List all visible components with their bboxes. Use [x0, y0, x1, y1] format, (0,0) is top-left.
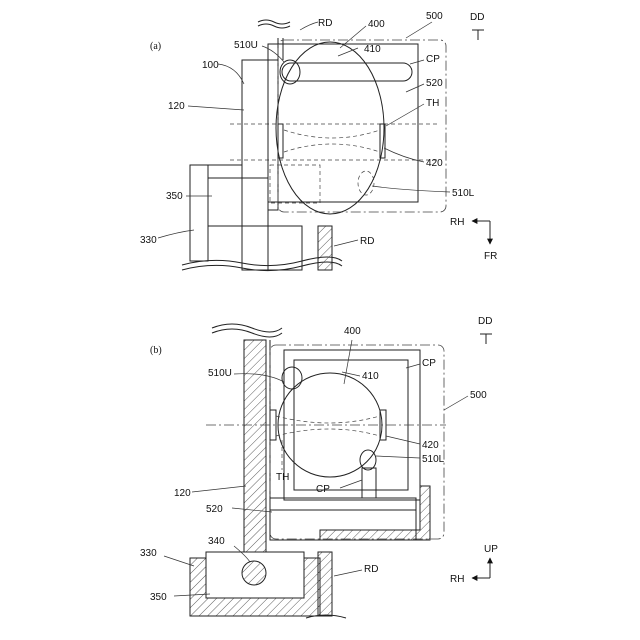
label-510l-b: 510L — [422, 454, 445, 465]
panel-b-label: (b) — [150, 345, 162, 356]
label-400: 400 — [368, 19, 385, 30]
label-rh-b: RH — [450, 574, 464, 585]
label-510u: 510U — [234, 40, 258, 51]
label-510l: 510L — [452, 188, 475, 199]
wall-120-hatch — [244, 340, 266, 552]
unit-500-boundary — [278, 40, 446, 212]
label-rd-b: RD — [364, 564, 378, 575]
label-rd-bottom: RD — [360, 236, 374, 247]
label-520: 520 — [426, 78, 443, 89]
leader-100 — [218, 64, 244, 84]
leader-500 — [406, 22, 432, 38]
floor-hatch-b — [320, 486, 430, 540]
display-410-oval — [276, 42, 384, 214]
label-120-b: 120 — [174, 488, 191, 499]
label-520-b: 520 — [206, 504, 223, 515]
panel-a: (a) — [140, 11, 497, 271]
break-line-b-top-2 — [212, 329, 282, 337]
bracket-350 — [208, 178, 268, 226]
label-rd-top: RD — [318, 18, 332, 29]
label-420: 420 — [426, 158, 443, 169]
label-330: 330 — [140, 235, 157, 246]
th-axis-b-lower — [276, 429, 380, 436]
leader-520 — [406, 84, 424, 92]
label-500: 500 — [426, 11, 443, 22]
label-410-b: 410 — [362, 371, 379, 382]
label-rh-a: RH — [450, 217, 464, 228]
dd-marker-a — [472, 30, 484, 40]
label-dd-b: DD — [478, 316, 492, 327]
leader-400 — [340, 26, 366, 48]
rd-hatch-a — [318, 226, 332, 270]
leader-cp-bottom — [340, 480, 362, 488]
th-axis-upper — [284, 130, 380, 138]
break-line-top — [258, 20, 290, 24]
label-350: 350 — [166, 191, 183, 202]
leader-120 — [188, 106, 244, 110]
leader-120-b — [192, 486, 246, 492]
casing-520 — [268, 44, 418, 202]
lower-member — [268, 226, 302, 270]
label-420-b: 420 — [422, 440, 439, 451]
label-350-b: 350 — [150, 592, 167, 603]
member-330 — [190, 165, 208, 261]
leader-500-b — [444, 396, 468, 410]
cp-bar — [282, 63, 412, 81]
label-400-b: 400 — [344, 326, 361, 337]
leader-510l — [372, 186, 450, 192]
label-fr: FR — [484, 251, 497, 262]
label-th: TH — [426, 98, 439, 109]
th-axis-lower — [284, 144, 380, 152]
shaft-340 — [242, 561, 266, 585]
mount-510u-b — [282, 367, 302, 389]
label-cp: CP — [426, 54, 440, 65]
leader-rd-bottom — [334, 240, 358, 246]
cp-post — [362, 468, 376, 498]
label-th-b: TH — [276, 472, 289, 483]
dd-marker-b — [480, 334, 492, 344]
label-410: 410 — [364, 44, 381, 55]
leader-330 — [158, 230, 194, 238]
leader-510l-b — [376, 456, 420, 458]
leader-cp — [410, 60, 424, 64]
direction-indicator-b: UP RH — [450, 544, 498, 585]
th-bracket-left — [278, 124, 283, 158]
label-340: 340 — [208, 536, 225, 547]
label-330-b: 330 — [140, 548, 157, 559]
leader-rd-top — [300, 22, 318, 30]
label-dd: DD — [470, 12, 484, 23]
label-cp-bottom: CP — [316, 484, 330, 495]
label-cp-top: CP — [422, 358, 436, 369]
th-axis-b-upper — [276, 416, 380, 423]
panel-a-label: (a) — [150, 41, 161, 52]
break-line-top-2 — [258, 24, 290, 28]
direction-indicator-a: RH FR — [450, 217, 497, 262]
label-500-b: 500 — [470, 390, 487, 401]
label-up: UP — [484, 544, 498, 555]
panel-b: (b) — [140, 316, 498, 618]
label-100: 100 — [202, 60, 219, 71]
label-120: 120 — [168, 101, 185, 112]
leader-420-b — [386, 436, 420, 444]
mount-510u — [280, 60, 300, 84]
label-510u-b: 510U — [208, 368, 232, 379]
leader-rd-b — [334, 570, 362, 576]
vehicle-body-panel-100 — [242, 60, 268, 270]
